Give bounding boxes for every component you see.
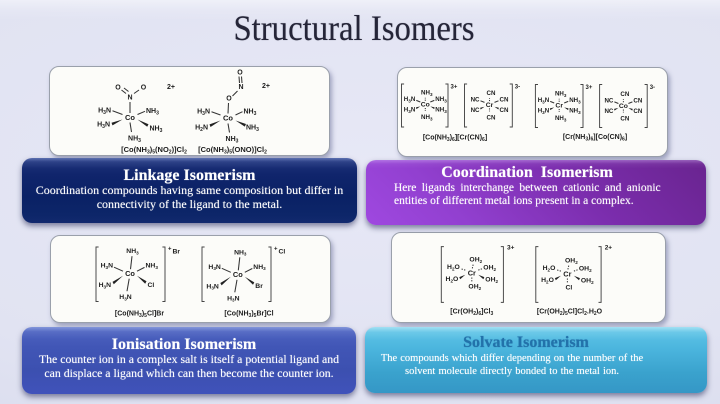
svg-text:H3N: H3N xyxy=(98,108,111,117)
svg-text:[Co(NH3)5(NO2)]Cl2: [Co(NH3)5(NO2)]Cl2 xyxy=(121,145,187,156)
svg-text:[Cr(OH2)6]Cl3: [Cr(OH2)6]Cl3 xyxy=(450,309,493,318)
svg-text:NH3: NH3 xyxy=(146,108,159,117)
svg-text:H3N: H3N xyxy=(206,283,218,290)
svg-text:3+: 3+ xyxy=(586,85,593,91)
svg-text:Co: Co xyxy=(223,114,233,123)
svg-text:NH3: NH3 xyxy=(555,115,567,122)
svg-text:NH3: NH3 xyxy=(555,91,567,98)
svg-text:[Co(NH3)5Br]Cl: [Co(NH3)5Br]Cl xyxy=(224,311,273,320)
svg-text:NH3: NH3 xyxy=(128,136,141,145)
svg-text:NH3: NH3 xyxy=(569,107,581,114)
svg-text:[Cr(OH2)5Cl]Cl2.H2O: [Cr(OH2)5Cl]Cl2.H2O xyxy=(537,309,603,318)
svg-text:2+: 2+ xyxy=(167,84,175,91)
svg-text:O: O xyxy=(115,85,121,92)
svg-text:Co: Co xyxy=(125,269,135,278)
svg-text:Cr: Cr xyxy=(563,269,571,278)
svg-text:Cr: Cr xyxy=(555,102,563,109)
svg-text:3+: 3+ xyxy=(507,245,515,252)
svg-text:OH2: OH2 xyxy=(468,283,481,290)
svg-text:CN: CN xyxy=(620,116,629,123)
svg-text:+: + xyxy=(168,247,172,253)
svg-text:Co: Co xyxy=(233,270,243,279)
svg-text:H3N: H3N xyxy=(404,96,416,103)
svg-text:OH2: OH2 xyxy=(565,257,578,264)
svg-text:OH2: OH2 xyxy=(483,265,496,272)
svg-text:[Co(NH3)5(ONO)]Cl2: [Co(NH3)5(ONO)]Cl2 xyxy=(198,145,267,156)
svg-text:H3N: H3N xyxy=(538,107,550,114)
svg-text:H2O: H2O xyxy=(446,276,459,283)
svg-text:H3N: H3N xyxy=(97,122,110,131)
svg-text:H3N: H3N xyxy=(208,264,220,271)
svg-text:H3N: H3N xyxy=(227,295,239,302)
svg-text:NH3: NH3 xyxy=(244,109,257,118)
svg-text:NC: NC xyxy=(604,98,613,105)
svg-text:OH2: OH2 xyxy=(485,277,498,284)
svg-text:O: O xyxy=(237,70,243,77)
svg-text:H3N: H3N xyxy=(404,106,416,113)
svg-text:3-: 3- xyxy=(650,85,655,91)
svg-text:Cr: Cr xyxy=(486,102,494,109)
svg-text:NH3: NH3 xyxy=(126,248,139,255)
svg-text:Cl: Cl xyxy=(279,249,286,256)
svg-text:CN: CN xyxy=(500,96,509,103)
svg-text:NH3: NH3 xyxy=(150,126,163,135)
svg-text:NH3: NH3 xyxy=(421,114,433,121)
svg-text:OH2: OH2 xyxy=(469,256,482,263)
svg-text:Cl: Cl xyxy=(148,282,155,289)
svg-text:H2O: H2O xyxy=(543,265,556,272)
svg-text:N: N xyxy=(238,84,243,91)
svg-text:NC: NC xyxy=(471,96,480,103)
svg-text:[Co(NH3)6][Cr(CN)6]: [Co(NH3)6][Cr(CN)6] xyxy=(423,135,487,144)
svg-text:NH3: NH3 xyxy=(226,136,239,145)
svg-text:H2O: H2O xyxy=(541,277,554,284)
svg-text:2+: 2+ xyxy=(262,83,270,90)
svg-text:CN: CN xyxy=(487,115,496,122)
svg-text:OH2: OH2 xyxy=(579,266,592,273)
svg-text:NH3: NH3 xyxy=(253,264,266,271)
svg-text:Cl: Cl xyxy=(565,284,572,291)
svg-text:CN: CN xyxy=(633,98,642,105)
svg-text:Co: Co xyxy=(619,103,628,110)
svg-text:NH3: NH3 xyxy=(234,249,247,256)
svg-text:CN: CN xyxy=(500,107,509,114)
svg-text:H3N: H3N xyxy=(119,294,131,301)
svg-text:Br: Br xyxy=(255,283,263,290)
svg-text:O: O xyxy=(226,96,232,103)
svg-text:NC: NC xyxy=(604,108,613,115)
svg-text:H3N: H3N xyxy=(538,97,550,104)
svg-text:NH3: NH3 xyxy=(421,90,433,97)
svg-text:[Cr(NH3)6][Co(CN)6]: [Cr(NH3)6][Co(CN)6] xyxy=(563,134,627,143)
svg-text:2+: 2+ xyxy=(605,245,613,252)
svg-text:NH3: NH3 xyxy=(435,106,447,113)
svg-text:NH3: NH3 xyxy=(435,96,447,103)
svg-text:3+: 3+ xyxy=(451,85,458,91)
svg-text:OH2: OH2 xyxy=(581,278,594,285)
svg-text:O: O xyxy=(141,85,147,92)
svg-text:N: N xyxy=(127,95,132,102)
svg-text:H2N: H2N xyxy=(195,125,208,134)
svg-text:NH3: NH3 xyxy=(246,125,259,134)
svg-text:Cr: Cr xyxy=(468,268,476,277)
svg-text:H2O: H2O xyxy=(447,264,460,271)
svg-text:Co: Co xyxy=(125,113,135,122)
svg-text:H3N: H3N xyxy=(99,282,111,289)
svg-text:Co: Co xyxy=(421,101,430,108)
svg-text:[Co(NH3)5Cl]Br: [Co(NH3)5Cl]Br xyxy=(115,311,164,320)
svg-text:NC: NC xyxy=(471,107,480,114)
svg-text:Br: Br xyxy=(173,249,181,256)
svg-text:3-: 3- xyxy=(515,85,520,91)
svg-text:CN: CN xyxy=(487,90,496,97)
svg-text:CN: CN xyxy=(633,108,642,115)
svg-text:NH3: NH3 xyxy=(146,263,159,270)
svg-text:NH3: NH3 xyxy=(569,97,581,104)
svg-text:CN: CN xyxy=(620,91,629,98)
svg-text:H3N: H3N xyxy=(197,109,210,118)
svg-text:H3N: H3N xyxy=(101,263,113,270)
svg-text:+: + xyxy=(274,247,278,253)
